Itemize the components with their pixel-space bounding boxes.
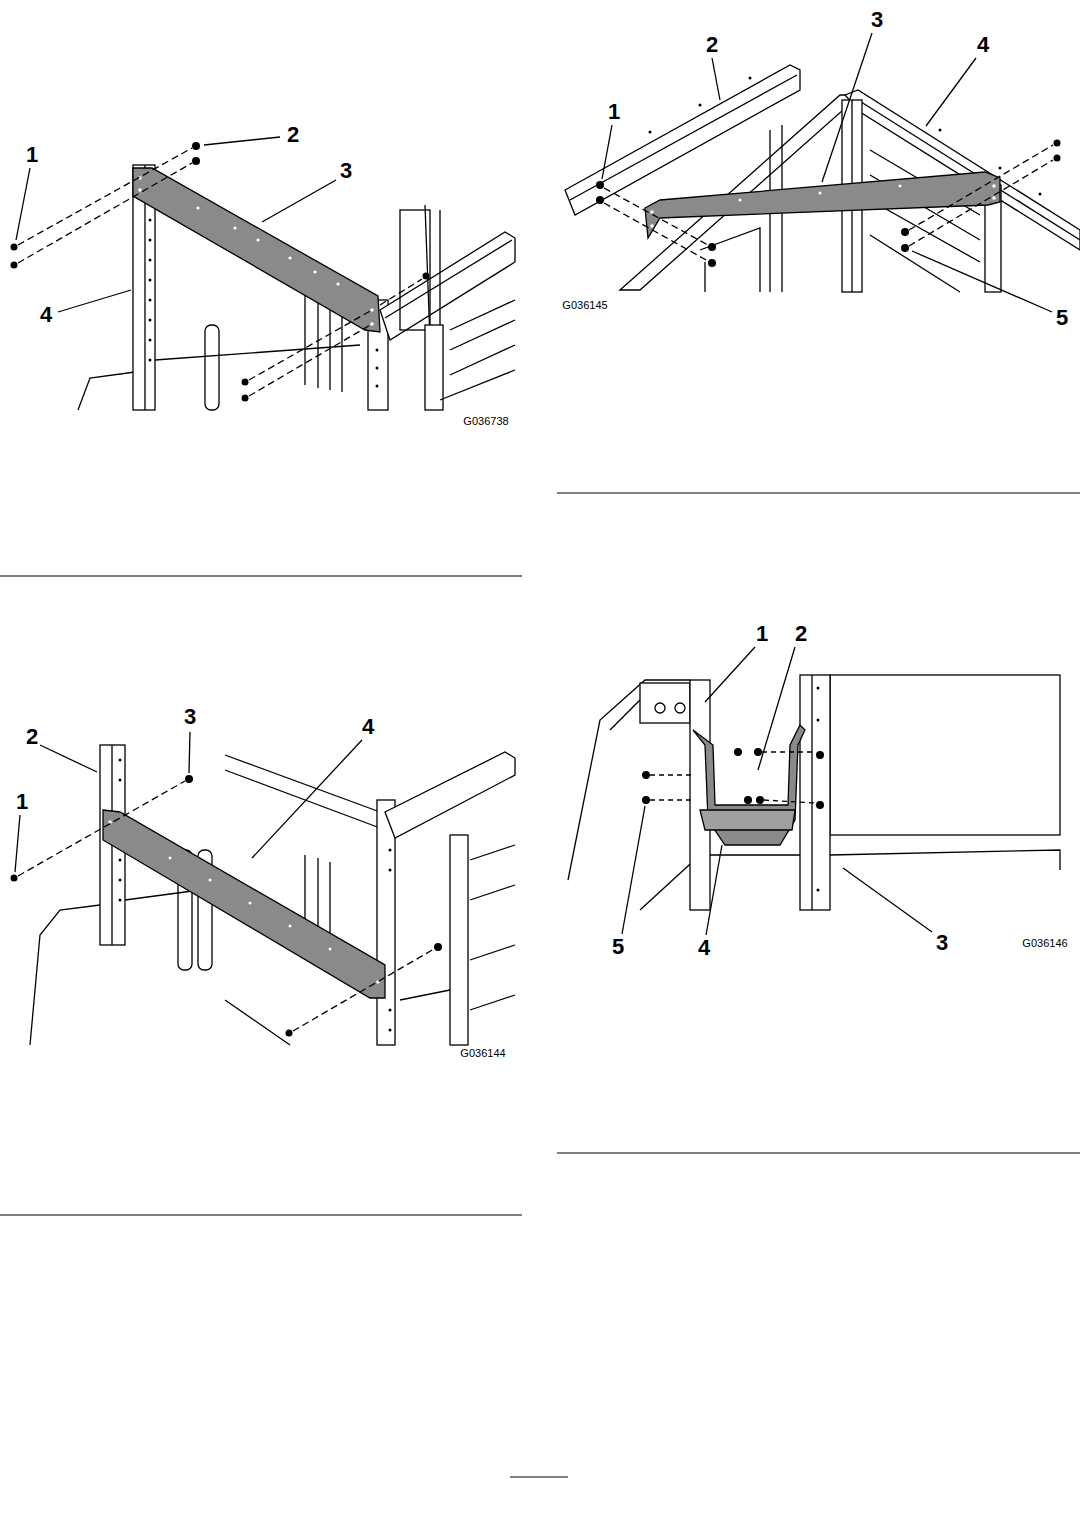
callout-number: 4 <box>977 34 989 56</box>
callout-number: 1 <box>756 623 768 645</box>
callout-number: 3 <box>340 160 352 182</box>
callout-number: 2 <box>706 34 718 56</box>
figure-id: G036144 <box>460 1048 505 1059</box>
callout-number: 3 <box>936 932 948 954</box>
callout-number: 1 <box>16 791 28 813</box>
callout-number: 4 <box>698 937 710 959</box>
figure-id: G036738 <box>463 416 508 427</box>
callout-number: 2 <box>795 623 807 645</box>
figure-id: G036146 <box>1022 938 1067 949</box>
callout-number: 3 <box>184 706 196 728</box>
callout-number: 1 <box>608 101 620 123</box>
callout-number: 2 <box>26 726 38 748</box>
callout-number: 5 <box>612 936 624 958</box>
callout-number: 3 <box>871 9 883 31</box>
callout-number: 4 <box>40 304 52 326</box>
callout-number: 2 <box>287 124 299 146</box>
callout-number: 5 <box>1056 307 1068 329</box>
callout-number: 1 <box>26 144 38 166</box>
callout-number: 4 <box>362 716 374 738</box>
figure-id: G036145 <box>562 300 607 311</box>
